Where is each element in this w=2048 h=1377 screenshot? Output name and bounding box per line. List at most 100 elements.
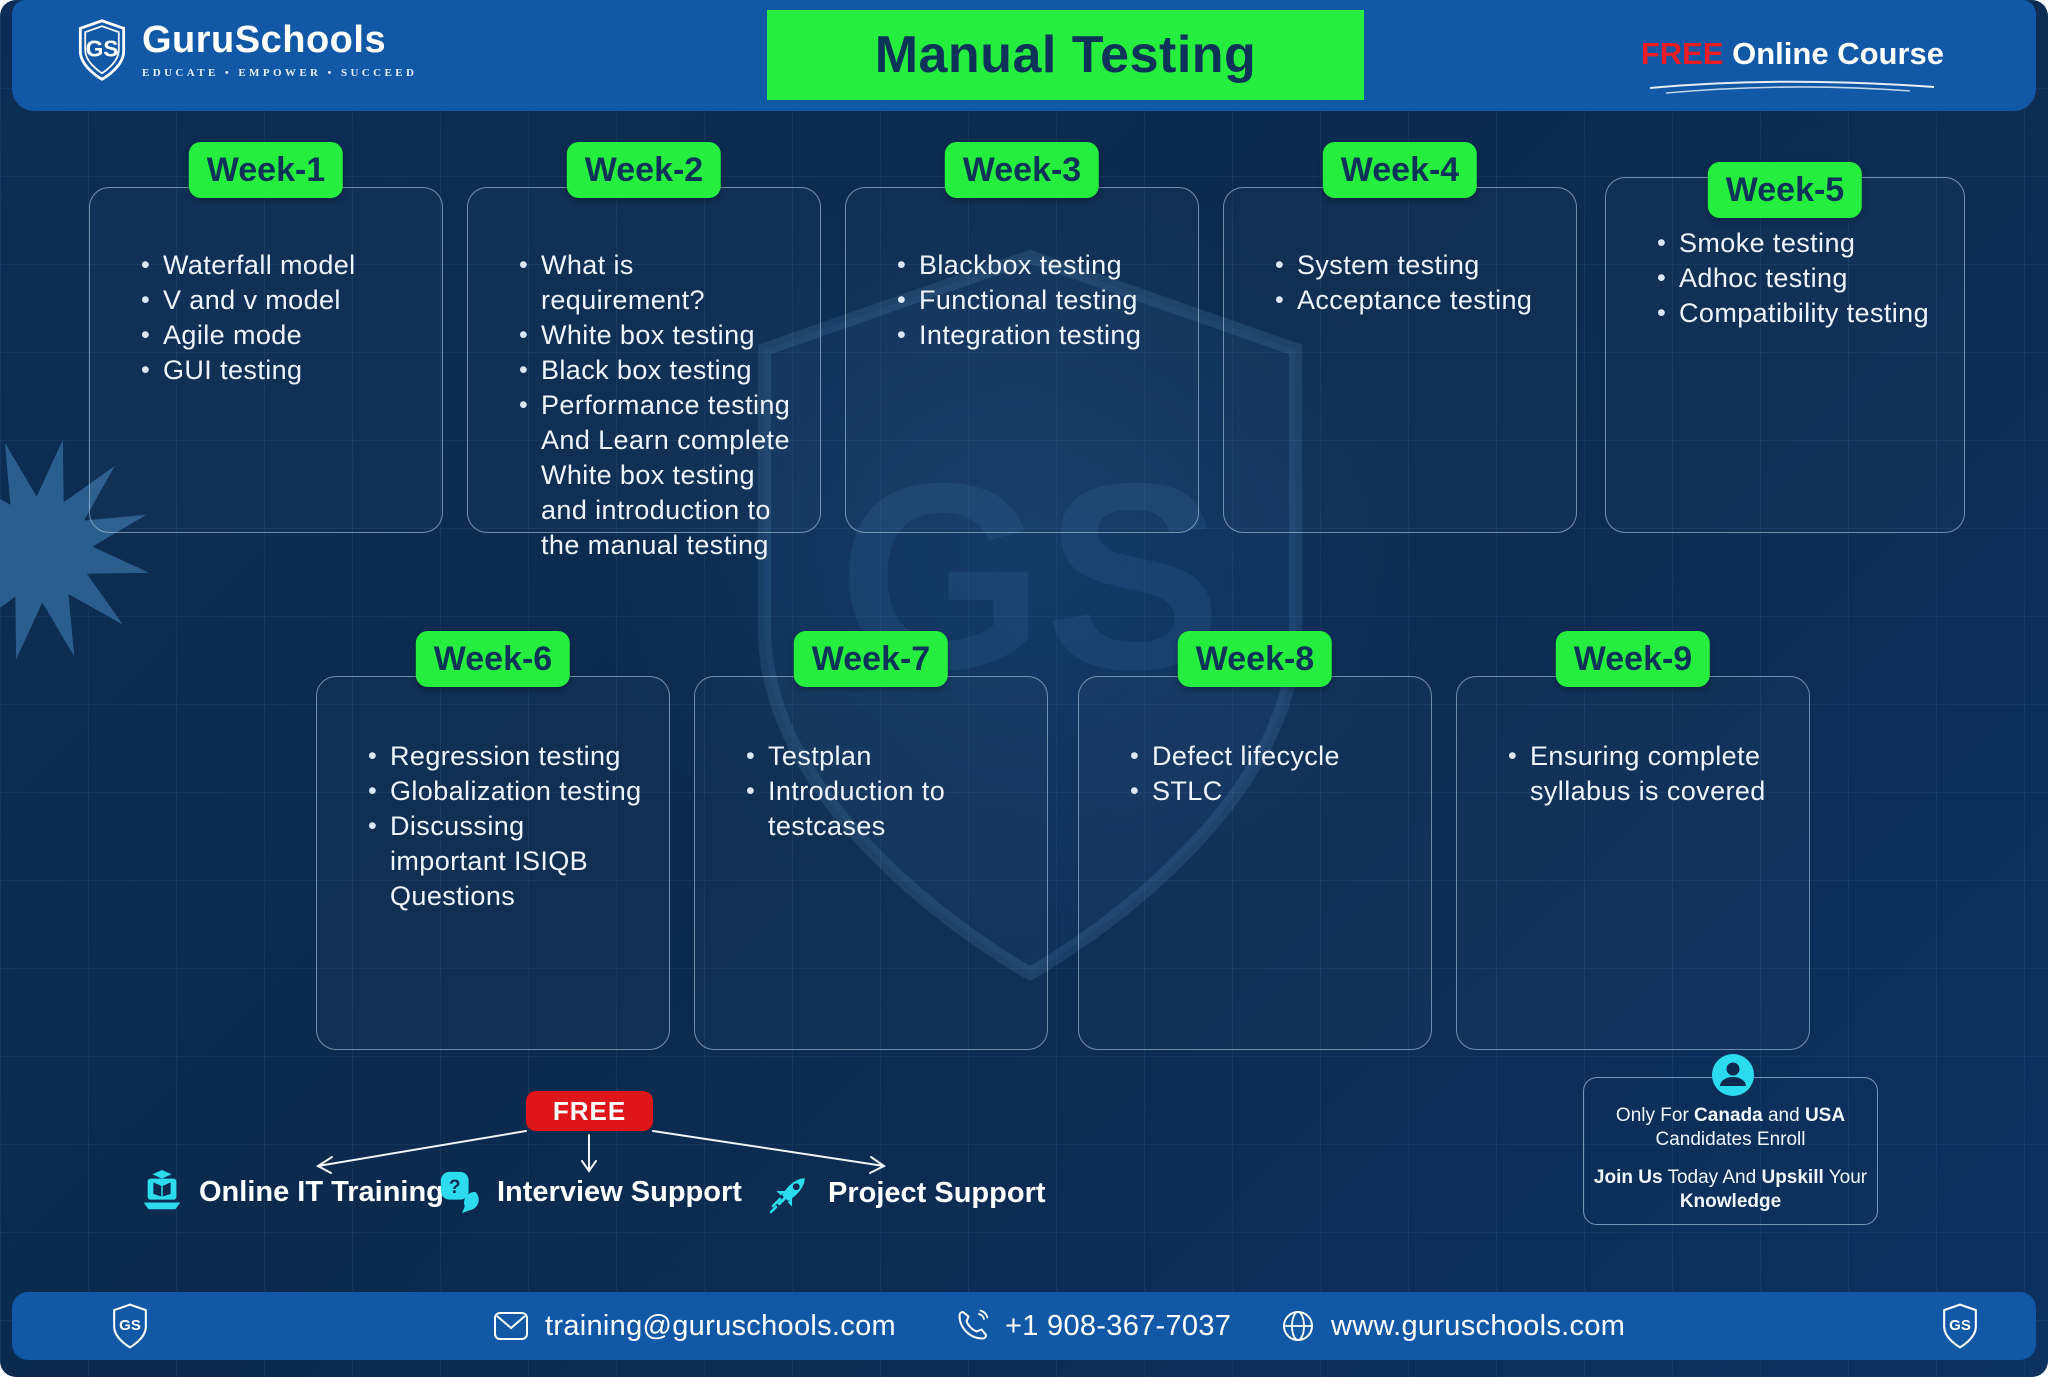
syllabus-item: Adhoc testing xyxy=(1657,261,1931,296)
phone-icon xyxy=(958,1309,989,1340)
week-8-card: Week-8 Defect lifecycleSTLC xyxy=(1078,631,1432,1050)
syllabus-item: GUI testing xyxy=(141,353,424,388)
free-item-online-training: Online IT Training xyxy=(139,1169,444,1215)
week-2-card: Week-2 What is requirement?White box tes… xyxy=(467,142,821,560)
text-segment: Upskill xyxy=(1761,1167,1824,1188)
footer-logo-right: GS xyxy=(1941,1292,1979,1360)
week-3-card: Week-3 Blackbox testingFunctional testin… xyxy=(845,142,1199,533)
week-3-badge: Week-3 xyxy=(944,142,1100,198)
course-title: Manual Testing xyxy=(874,26,1257,84)
syllabus-item: Performance testing And Learn complete W… xyxy=(519,388,802,563)
syllabus-item: Defect lifecycle xyxy=(1130,739,1413,774)
syllabus-item: Black box testing xyxy=(519,353,802,388)
week-7-badge: Week-7 xyxy=(793,631,949,687)
free-item-label: Online IT Training xyxy=(199,1175,444,1208)
svg-text:?: ? xyxy=(449,1177,461,1198)
svg-text:GS: GS xyxy=(1949,1317,1971,1334)
syllabus-item: Waterfall model xyxy=(141,248,424,283)
text-segment: Your xyxy=(1823,1167,1868,1188)
free-ribbon: FREE xyxy=(526,1091,653,1131)
text-segment: Only For xyxy=(1615,1105,1695,1126)
week-3-syllabus-list: Blackbox testingFunctional testingIntegr… xyxy=(872,248,1180,353)
week-8-syllabus-list: Defect lifecycleSTLC xyxy=(1105,739,1413,809)
text-segment: and xyxy=(1762,1105,1805,1126)
week-7-card: Week-7 TestplanIntroduction to testcases xyxy=(694,631,1048,1050)
syllabus-item: Testplan xyxy=(746,739,1029,774)
syllabus-item: STLC xyxy=(1130,774,1413,809)
syllabus-item: Blackbox testing xyxy=(897,248,1180,283)
week-2-syllabus-list: What is requirement?White box testingBla… xyxy=(494,248,802,563)
syllabus-item: Ensuring complete syllabus is covered xyxy=(1508,739,1791,809)
free-item-label: Interview Support xyxy=(497,1175,742,1208)
project-support-icon xyxy=(769,1178,805,1214)
footer-website: www.guruschools.com xyxy=(1281,1292,1625,1360)
gs-shield-logo-icon: GS xyxy=(113,1303,147,1349)
course-title-banner: Manual Testing xyxy=(767,10,1364,100)
week-8-badge: Week-8 xyxy=(1177,631,1333,687)
text-segment: USA xyxy=(1804,1105,1846,1126)
week-6-card: Week-6 Regression testingGlobalization t… xyxy=(316,631,670,1050)
free-item-label: Project Support xyxy=(828,1176,1046,1209)
free-item-project-support: Project Support xyxy=(766,1169,1046,1217)
free-online-course-badge: FREE Online Course xyxy=(1641,36,1944,101)
week-6-badge: Week-6 xyxy=(415,631,571,687)
enroll-line-4: Knowledge xyxy=(1679,1191,1782,1212)
free-text: FREE xyxy=(1640,36,1724,71)
syllabus-item: Agile mode xyxy=(141,318,424,353)
week-1-badge: Week-1 xyxy=(188,142,344,198)
text-segment: Today And xyxy=(1662,1167,1762,1188)
syllabus-item: Globalization testing xyxy=(368,774,642,809)
week-4-badge: Week-4 xyxy=(1322,142,1478,198)
week-2-badge: Week-2 xyxy=(566,142,722,198)
week-4-card: Week-4 System testingAcceptance testing xyxy=(1223,142,1577,533)
brand: GS GuruSchools EDUCATE • EMPOWER • SUCCE… xyxy=(76,18,417,82)
text-segment: Canada xyxy=(1694,1105,1763,1126)
online-course-text: Online Course xyxy=(1723,36,1944,71)
week-5-badge: Week-5 xyxy=(1707,162,1863,218)
enroll-line-3: Join Us Today And Upskill Your xyxy=(1584,1166,1877,1190)
brand-name: GuruSchools xyxy=(142,19,387,61)
online-it-training-icon xyxy=(143,1169,181,1210)
svg-text:GS: GS xyxy=(119,1317,141,1334)
week-9-badge: Week-9 xyxy=(1555,631,1711,687)
week-5-syllabus-list: Smoke testingAdhoc testingCompatibility … xyxy=(1632,226,1946,331)
syllabus-item: What is requirement? xyxy=(519,248,802,318)
syllabus-item: V and v model xyxy=(141,283,424,318)
text-segment: Join Us xyxy=(1593,1167,1663,1188)
footer-bar: GS training@guruschools.com +1 908-367-7… xyxy=(12,1292,2036,1360)
gs-shield-logo-icon: GS xyxy=(78,19,126,81)
email-icon xyxy=(494,1312,528,1340)
gs-shield-logo-icon: GS xyxy=(1943,1303,1977,1349)
person-icon xyxy=(1712,1054,1754,1096)
week-4-syllabus-list: System testingAcceptance testing xyxy=(1250,248,1558,318)
footer-phone: +1 908-367-7037 xyxy=(955,1292,1231,1360)
week-1-syllabus-list: Waterfall modelV and v modelAgile modeGU… xyxy=(116,248,424,388)
syllabus-item: Smoke testing xyxy=(1657,226,1931,261)
week-9-syllabus-list: Ensuring complete syllabus is covered xyxy=(1483,739,1791,809)
week-6-syllabus-list: Regression testingGlobalization testingD… xyxy=(343,739,651,914)
svg-text:GS: GS xyxy=(86,36,119,62)
week-7-syllabus-list: TestplanIntroduction to testcases xyxy=(721,739,1029,844)
week-9-card: Week-9 Ensuring complete syllabus is cov… xyxy=(1456,631,1810,1050)
syllabus-item: Acceptance testing xyxy=(1275,283,1558,318)
free-item-interview-support: ? Interview Support xyxy=(437,1169,742,1215)
enroll-box: Only For Canada and USA Candidates Enrol… xyxy=(1583,1077,1878,1225)
syllabus-item: Discussing important ISIQB Questions xyxy=(368,809,642,914)
week-1-card: Week-1 Waterfall modelV and v modelAgile… xyxy=(89,142,443,533)
syllabus-item: System testing xyxy=(1275,248,1558,283)
syllabus-item: Compatibility testing xyxy=(1657,296,1931,331)
week-5-card: Week-5 Smoke testingAdhoc testingCompati… xyxy=(1605,162,1965,533)
syllabus-item: White box testing xyxy=(519,318,802,353)
header-bar: GS GuruSchools EDUCATE • EMPOWER • SUCCE… xyxy=(12,0,2036,111)
enroll-line-1: Only For Canada and USA xyxy=(1584,1104,1877,1128)
brand-tagline: EDUCATE • EMPOWER • SUCCEED xyxy=(142,67,418,79)
syllabus-item: Introduction to testcases xyxy=(746,774,1029,844)
underline-swoosh xyxy=(1650,80,1935,94)
syllabus-item: Functional testing xyxy=(897,283,1180,318)
footer-email: training@guruschools.com xyxy=(493,1292,896,1360)
syllabus-item: Integration testing xyxy=(897,318,1180,353)
syllabus-item: Regression testing xyxy=(368,739,642,774)
footer-logo-left: GS xyxy=(111,1292,149,1360)
interview-support-icon: ? xyxy=(440,1171,479,1214)
